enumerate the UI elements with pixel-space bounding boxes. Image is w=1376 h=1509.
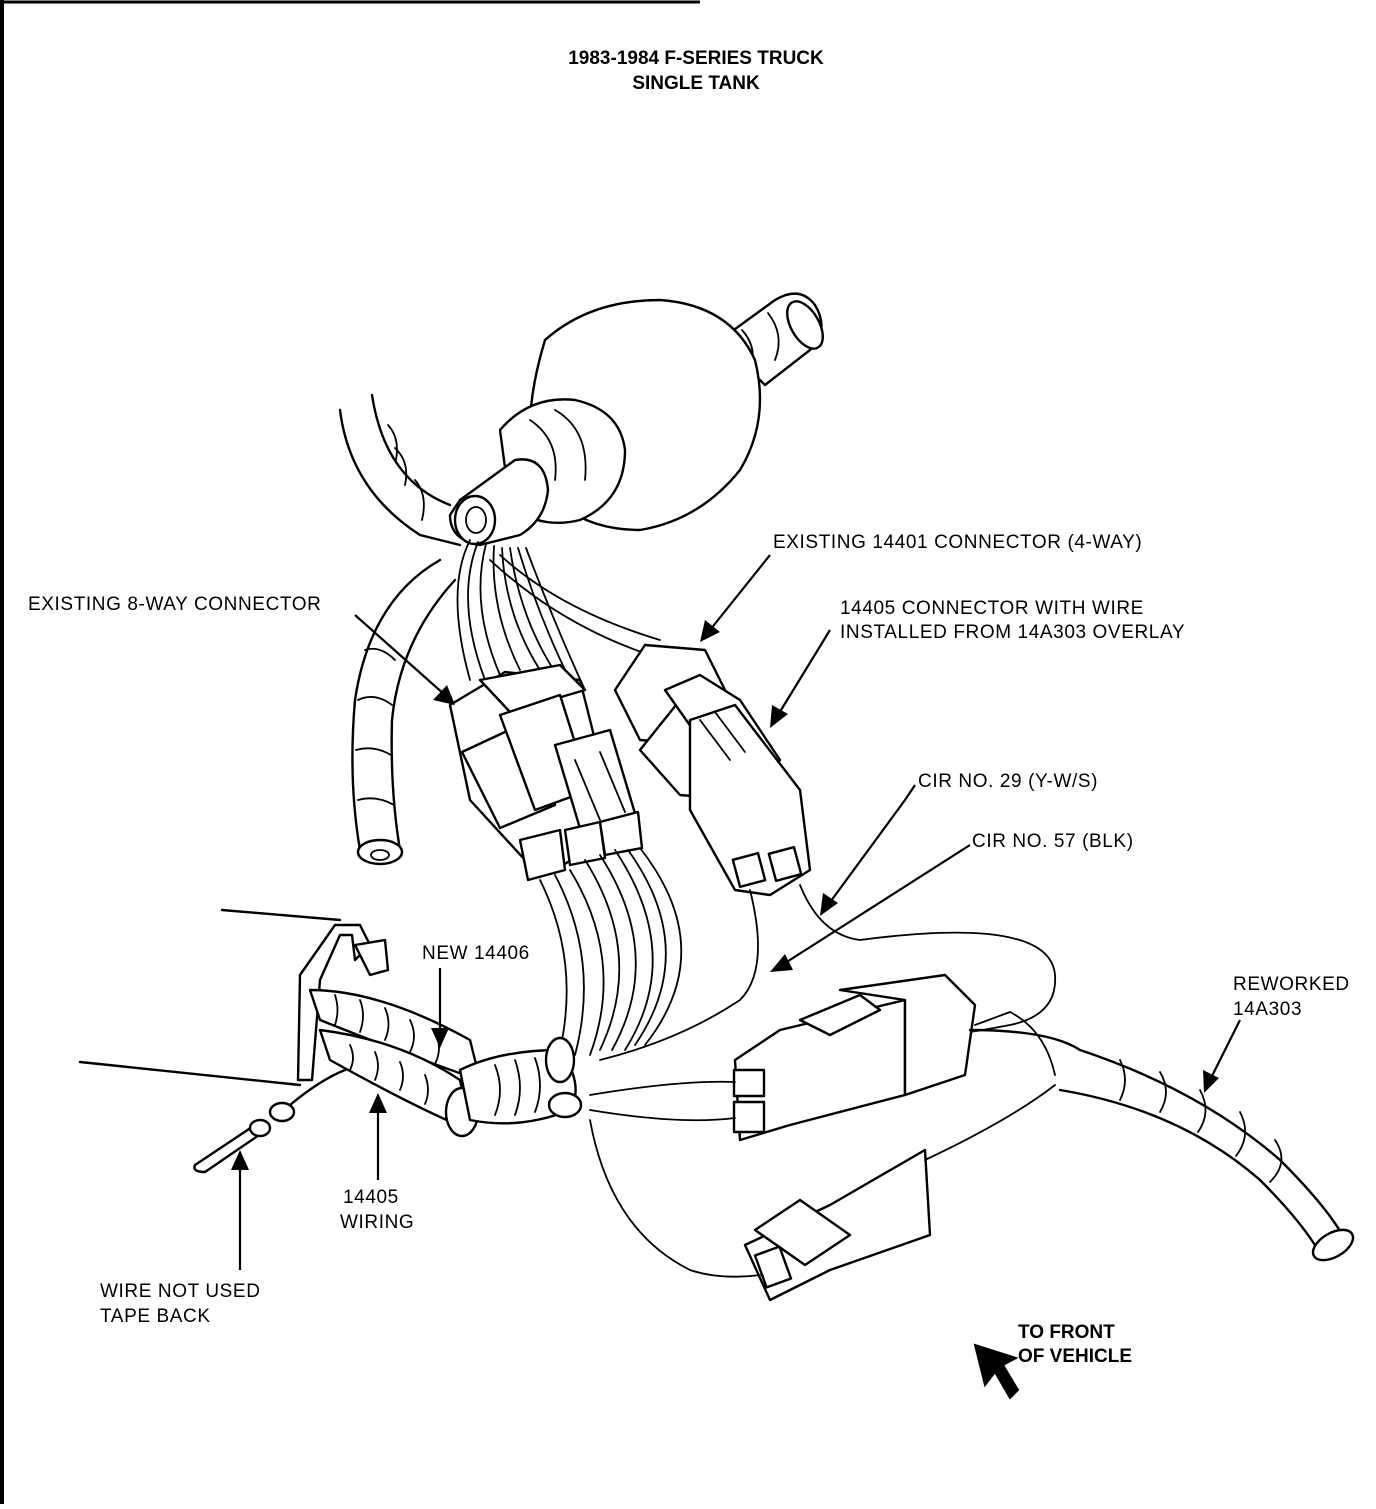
twin-connector-right xyxy=(589,973,977,1142)
front-direction-arrow xyxy=(973,1343,1020,1400)
label-reworked-line1: REWORKED xyxy=(1233,974,1350,995)
label-new-14406: NEW 14406 xyxy=(422,943,530,964)
label-cir-29: CIR NO. 29 (Y-W/S) xyxy=(918,771,1098,792)
label-existing-8way: EXISTING 8-WAY CONNECTOR xyxy=(28,594,321,615)
wire-bundle-upper xyxy=(456,539,661,691)
leader-lines xyxy=(231,554,1241,1270)
label-14405-connector-line2: INSTALLED FROM 14A303 OVERLAY xyxy=(840,622,1185,643)
connector-14405 xyxy=(663,673,812,897)
label-to-front-line2: OF VEHICLE xyxy=(1018,1346,1132,1367)
eight-way-connector xyxy=(448,663,644,882)
label-to-front-line1: TO FRONT xyxy=(1018,1322,1115,1343)
unused-wire xyxy=(78,1060,347,1174)
label-cir-57: CIR NO. 57 (BLK) xyxy=(972,831,1134,852)
label-14405-wiring-line1: 14405 xyxy=(343,1187,399,1208)
label-wire-not-used-line2: TAPE BACK xyxy=(100,1306,211,1327)
label-existing-14401: EXISTING 14401 CONNECTOR (4-WAY) xyxy=(773,532,1142,553)
label-14405-connector-line1: 14405 CONNECTOR WITH WIRE xyxy=(840,598,1144,619)
label-14405-wiring-line2: WIRING xyxy=(340,1212,414,1233)
small-connector-bottom xyxy=(589,1084,1056,1302)
fuel-sender-assembly xyxy=(448,292,824,547)
left-taped-harness xyxy=(338,393,462,866)
diagram-title-line2: SINGLE TANK xyxy=(632,73,760,94)
diagram-title-line1: 1983-1984 F-SERIES TRUCK xyxy=(568,48,824,69)
label-wire-not-used-line1: WIRE NOT USED xyxy=(100,1281,261,1302)
wire-bundle-lower xyxy=(539,847,1056,1061)
reworked-14a303-harness xyxy=(968,1011,1355,1262)
label-reworked-line2: 14A303 xyxy=(1233,999,1302,1020)
new-14406-harness xyxy=(220,908,583,1138)
